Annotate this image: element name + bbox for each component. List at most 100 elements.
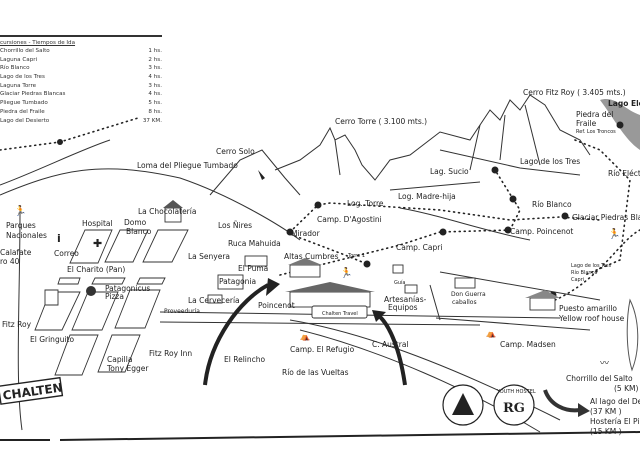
town-blocks bbox=[34, 229, 189, 376]
label-chocolateria: La Chocolatería bbox=[138, 207, 196, 216]
label-camp-capri: Camp. Capri bbox=[396, 243, 442, 252]
access-arrows bbox=[203, 278, 590, 417]
label-relincho: El Relincho bbox=[224, 355, 265, 364]
label-don-guerra-1: Don Guerra bbox=[451, 291, 486, 298]
label-el-puma: El Puma bbox=[238, 264, 268, 273]
label-sign-3: Capri bbox=[571, 277, 584, 283]
label-camp-refugio: Camp. El Refugio bbox=[290, 345, 355, 354]
legend-title: cursiones - Tiempos de Ida bbox=[0, 40, 76, 46]
legend-time: 37 KM. bbox=[142, 117, 162, 124]
hiker-icon-3: 🏃 bbox=[14, 204, 26, 217]
label-lago-electrico: Lago Eléc bbox=[608, 99, 640, 108]
label-glaciar: Glaciar Piedras Blanca bbox=[572, 213, 640, 222]
label-rio-electrico: Río Eléct bbox=[608, 169, 640, 178]
legend-row: Río Blanco 3 hs. bbox=[0, 64, 162, 73]
label-pilar-km: (15 KM ) bbox=[590, 427, 622, 436]
label-cerro-fitz-roy: Cerro Fitz Roy ( 3.405 mts.) bbox=[523, 88, 626, 97]
label-puesto-2: Yellow roof house bbox=[558, 314, 625, 323]
label-bus: Chalten Travel bbox=[322, 311, 358, 317]
legend-place: Laguna Capri bbox=[0, 56, 38, 63]
label-proveeduria: Proveeduría bbox=[164, 308, 200, 315]
label-artesanias-2: Equipos bbox=[388, 303, 418, 312]
label-madre-hija: Log. Madre-hija bbox=[398, 192, 456, 201]
label-domo-2: Blanco bbox=[126, 227, 152, 236]
label-rio-blanco: Río Blanco bbox=[532, 200, 572, 209]
label-camp-poincenot: Camp. Poincenot bbox=[510, 227, 573, 236]
hospital-cross-icon: ✚ bbox=[93, 237, 102, 250]
label-sign-2: Río Blanco bbox=[571, 269, 597, 276]
legend-row: Piedra del Fraile 8 hs. bbox=[0, 108, 162, 117]
legend-time: 8 hs. bbox=[148, 108, 162, 115]
hiker-icon-2: 🏃 bbox=[608, 227, 620, 240]
legend-place: Pliegue Tumbado bbox=[0, 100, 48, 107]
label-ruca: Ruca Mahuida bbox=[228, 239, 281, 248]
legend-time: 4 hs. bbox=[148, 74, 162, 81]
legend-place: Chorrillo del Salto bbox=[0, 48, 50, 54]
label-correo: Correo bbox=[54, 249, 79, 258]
label-artesanias-1: Artesanías- bbox=[384, 295, 427, 304]
label-los-nires: Los Ñires bbox=[218, 221, 252, 230]
label-fitz-roy: Fitz Roy bbox=[2, 320, 32, 329]
label-calafate-1: Calafate bbox=[0, 248, 32, 257]
label-torre1: Torre 1 bbox=[347, 253, 365, 259]
label-desierto-km: (37 KM ) bbox=[590, 407, 622, 416]
mountain-house-icon bbox=[452, 393, 474, 415]
hiker-icon: 🏃 bbox=[340, 266, 352, 279]
legend-row: Lago de los Tres 4 hs. bbox=[0, 73, 162, 82]
legend-time: 2 hs. bbox=[148, 56, 162, 63]
label-capilla-1: Capilla bbox=[107, 355, 132, 364]
label-desierto: Al lago del Desie bbox=[590, 397, 640, 406]
label-guia: Guía bbox=[394, 279, 406, 286]
label-poincenot: Poincenot bbox=[258, 301, 295, 310]
label-chorrillo-km: (5 KM) bbox=[614, 384, 638, 393]
excursion-times-legend: cursiones - Tiempos de Ida Chorrillo del… bbox=[0, 35, 162, 125]
label-senyera: La Senyera bbox=[188, 252, 230, 261]
legend-row: Chorrillo del Salto 1 hs. bbox=[0, 47, 162, 56]
label-capilla-2: Tony Egger bbox=[106, 364, 149, 373]
label-lag-torre: Log. Torre bbox=[347, 199, 384, 208]
label-chorrillo: Chorrillo del Salto bbox=[566, 374, 633, 383]
label-patagonicus-2: Pizza bbox=[105, 292, 124, 301]
legend-time: 3 hs. bbox=[148, 82, 162, 89]
tent-icon: ⛺ bbox=[300, 332, 310, 341]
label-hospital: Hospital bbox=[82, 219, 113, 228]
label-gringuito: El Gringuito bbox=[30, 335, 74, 344]
legend-place: Río Blanco bbox=[0, 65, 30, 72]
phone-icon bbox=[86, 286, 96, 296]
rg-logo: RG bbox=[503, 401, 525, 416]
label-c-austral: C. Austral bbox=[372, 340, 409, 349]
label-lago-tres: Lago de los Tres bbox=[520, 157, 580, 166]
hostel-logos: RG YOUTH HOSTEL bbox=[442, 384, 536, 426]
label-domo-1: Domo bbox=[124, 218, 147, 227]
waterfall-icon: 〰 bbox=[600, 359, 609, 369]
logo-ring-text: YOUTH HOSTEL bbox=[496, 389, 536, 395]
label-camp-agostini: Camp. D'Agostini bbox=[317, 215, 382, 224]
map-icons: ✚ i 🏃 🏃 🏃 ⛺ ⛺ 〰 bbox=[14, 204, 620, 369]
label-sign-1: Lago de los Tres bbox=[571, 263, 611, 269]
legend-time: 3 hs. bbox=[148, 65, 162, 72]
label-parques-2: Nacionales bbox=[6, 231, 47, 240]
buildings bbox=[163, 200, 560, 319]
label-don-guerra-2: caballos bbox=[452, 299, 477, 306]
label-cerro-solo: Cerro Solo bbox=[216, 147, 255, 156]
label-lag-sucio: Lag. Sucio bbox=[430, 167, 469, 176]
label-fitz-roy-inn: Fitz Roy Inn bbox=[149, 349, 192, 358]
label-patagonicus-1: Patagonicus bbox=[105, 284, 150, 293]
legend-time: 4 hs. bbox=[148, 91, 162, 98]
label-ref-troncos: Ref. Los Troncos bbox=[576, 129, 616, 135]
label-rio-vueltas: Río de las Vueltas bbox=[282, 368, 349, 377]
legend-time: 1 hs. bbox=[148, 48, 162, 54]
legend-place: Lago de los Tres bbox=[0, 74, 45, 81]
chalten-banner: CHALTEN bbox=[0, 376, 63, 405]
label-camp-madsen: Camp. Madsen bbox=[500, 340, 556, 349]
place-labels: Cerro Torre ( 3.100 mts.) Cerro Fitz Roy… bbox=[0, 88, 640, 436]
label-calafate-2: ro 40 bbox=[0, 257, 20, 266]
label-cerveceria: La Cervecería bbox=[188, 296, 240, 305]
legend-place: Piedra del Fraile bbox=[0, 108, 45, 115]
tent-icon-2: ⛺ bbox=[486, 329, 496, 338]
